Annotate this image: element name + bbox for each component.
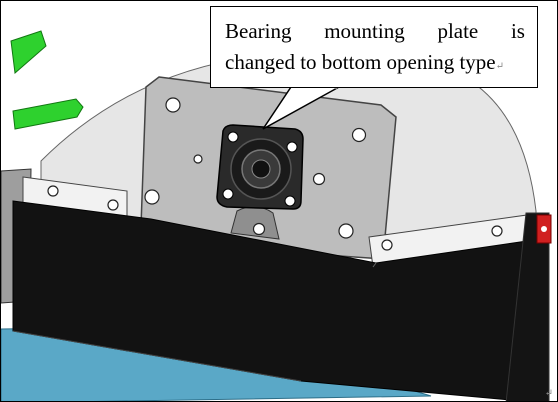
callout-box: Bearing mounting plate is changed to bot… bbox=[210, 6, 538, 88]
housing-bolt bbox=[222, 188, 234, 200]
plate-hole bbox=[312, 172, 326, 186]
plate-hole bbox=[144, 189, 160, 205]
housing-bolt bbox=[284, 195, 296, 207]
frame-edge bbox=[12, 330, 302, 382]
paragraph-return-mark: ↵ bbox=[495, 61, 505, 72]
shaft-bore bbox=[251, 159, 271, 179]
right-strip-holes bbox=[381, 225, 503, 251]
red-component-hole bbox=[541, 226, 547, 232]
callout-word: is bbox=[510, 19, 525, 43]
callout-word: mounting bbox=[324, 19, 405, 43]
left-strip-holes bbox=[47, 185, 119, 211]
strip-hole bbox=[47, 185, 59, 197]
frame-edge bbox=[372, 262, 377, 268]
callout-line-1: Bearing mounting plate is bbox=[225, 16, 525, 47]
green-bracket-top bbox=[10, 30, 47, 74]
strip-hole bbox=[491, 225, 503, 237]
paragraph-return-mark: ↵ bbox=[544, 388, 553, 399]
plate-hole bbox=[351, 127, 367, 143]
callout-word: plate bbox=[437, 19, 479, 43]
housing-bolt bbox=[286, 141, 298, 153]
green-bracket-bottom bbox=[12, 98, 84, 130]
strip-hole bbox=[107, 199, 119, 211]
callout-text: changed to bottom opening type bbox=[225, 50, 496, 74]
housing-bolt bbox=[227, 131, 239, 143]
plate-hole bbox=[338, 223, 354, 239]
plate-hole bbox=[165, 97, 181, 113]
strip-hole bbox=[381, 239, 393, 251]
housing-bolts bbox=[222, 131, 298, 207]
side-panel-right bbox=[505, 212, 550, 401]
plate-bolt-holes bbox=[144, 97, 367, 239]
callout-line-2: changed to bottom opening type↵ bbox=[225, 47, 525, 82]
callout-word: Bearing bbox=[225, 19, 292, 43]
plate-hole bbox=[252, 222, 266, 236]
plate-hole-small bbox=[193, 154, 203, 164]
